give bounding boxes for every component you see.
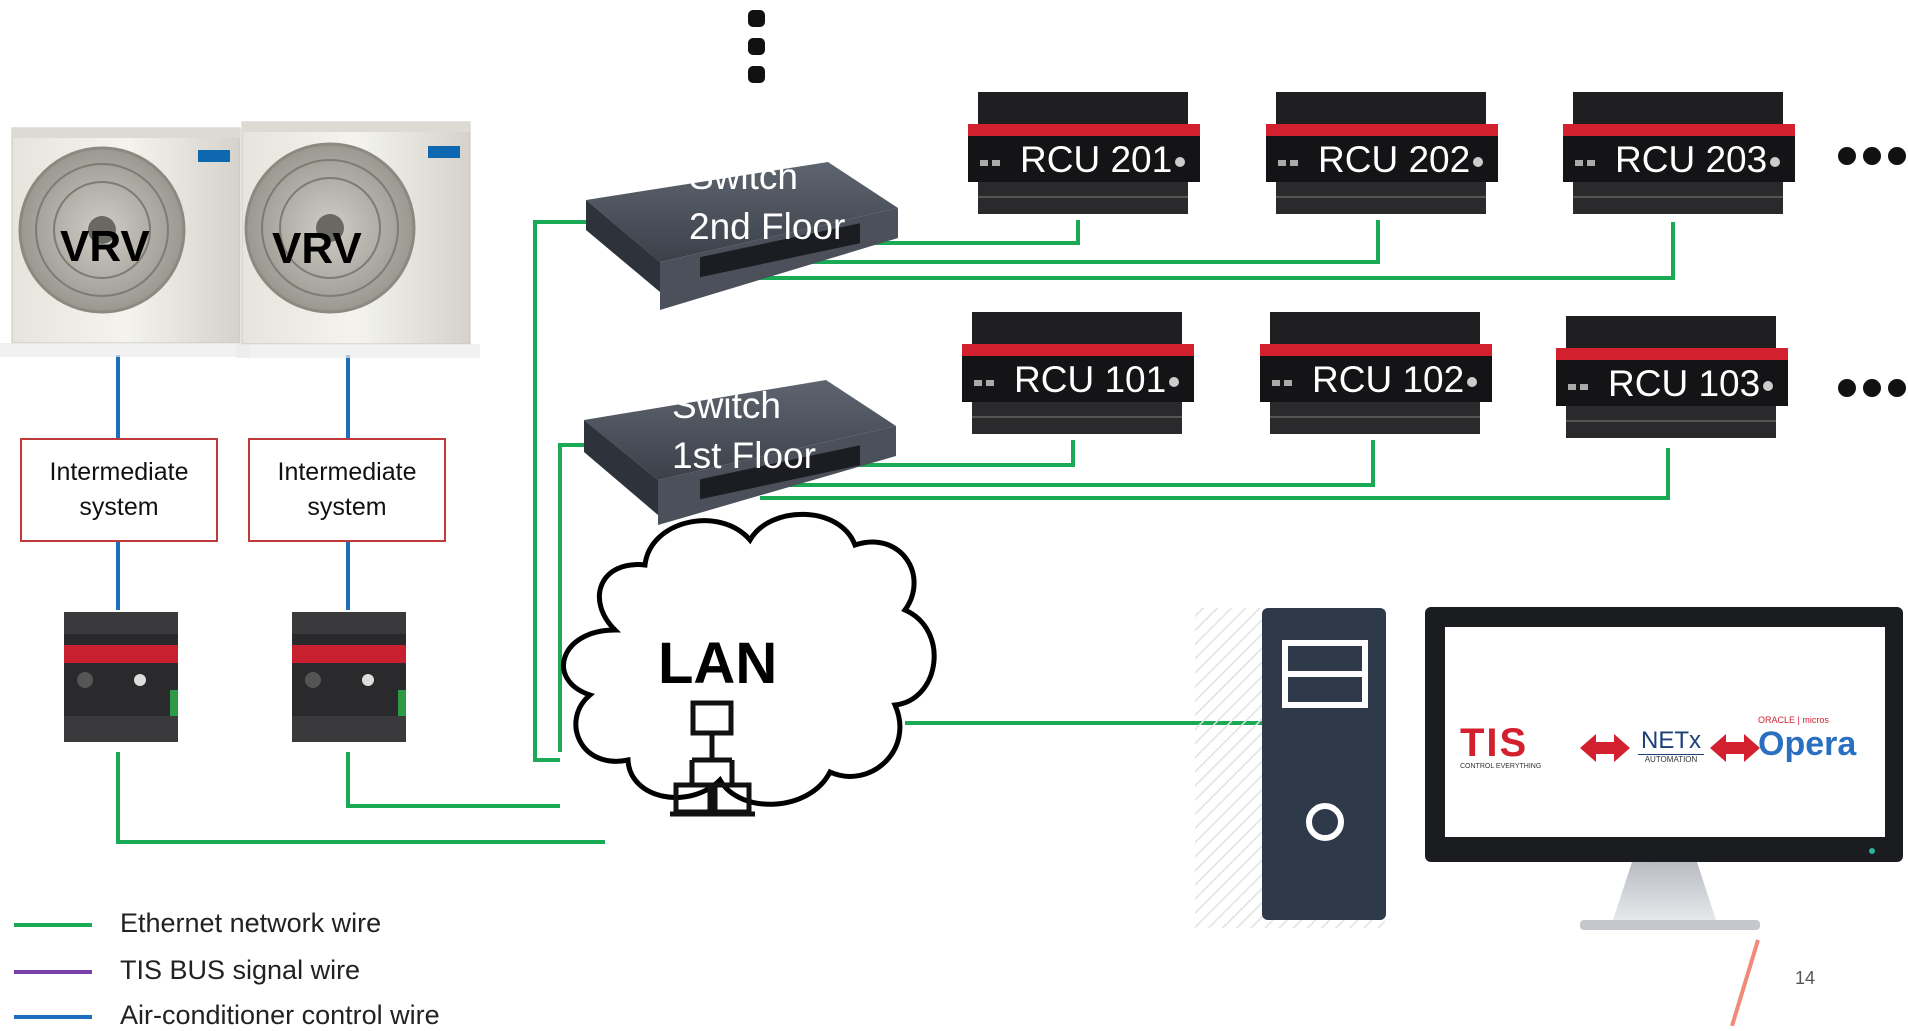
legend-label: TIS BUS signal wire [120, 955, 361, 985]
tis-logo-text: TIS [1460, 721, 1529, 765]
rcu-body-part [1266, 124, 1498, 136]
network-switch-2nd-floor [586, 162, 898, 310]
switch-label-line: Switch [689, 156, 798, 197]
rcu-body-part [1270, 416, 1480, 418]
rcu-body-part [1563, 124, 1795, 136]
rcu-body-part [1270, 312, 1480, 344]
rcu-body-part [974, 380, 982, 386]
netx-logo-tagline: AUTOMATION [1638, 754, 1704, 764]
rcu-body-part [1568, 384, 1576, 390]
more-rcus-ellipsis [1838, 147, 1906, 397]
rcu-body-part [1566, 316, 1776, 348]
rcu-body-part [1566, 420, 1776, 422]
netx-logo-text: NETx [1641, 727, 1701, 754]
monitor [1425, 607, 1903, 930]
network-topology-icon [670, 700, 755, 817]
lan-label: LAN [658, 631, 778, 696]
rcu-device: RCU 101 [962, 312, 1194, 434]
rcu-body-part [962, 344, 1194, 356]
rcu-body-part [992, 160, 1000, 166]
rcu-body-part [1290, 160, 1298, 166]
ac-control-wires [116, 355, 350, 610]
box-line: system [79, 493, 159, 521]
rcu-body-part [1587, 160, 1595, 166]
rcu-body-part [1284, 380, 1292, 386]
rcu-body-part [978, 92, 1188, 124]
rcu-body-part [1473, 157, 1483, 167]
vrv-unit [236, 121, 480, 358]
vrv-label: VRV [272, 224, 362, 273]
rcu-body-part [972, 312, 1182, 344]
rcu-body-part [1573, 196, 1783, 198]
rcu-body-part [1169, 377, 1179, 387]
ethernet-wires [116, 220, 1675, 844]
rcu-label: RCU 101 [1014, 359, 1166, 400]
rcu-body-part [968, 124, 1200, 136]
network-switch-1st-floor [584, 380, 896, 525]
intermediate-system-box: Intermediate system [20, 438, 218, 542]
legend-swatch [14, 970, 92, 974]
rcu-body-part [1573, 92, 1783, 124]
lan-cloud [561, 511, 937, 807]
tis-ip-module [64, 612, 178, 742]
switch-label: Switch 1st Floor [672, 381, 816, 481]
rcu-label: RCU 202 [1318, 139, 1470, 180]
box-line: system [307, 493, 387, 521]
switch-label-line: 2nd Floor [689, 206, 846, 247]
box-line: Intermediate [49, 458, 189, 486]
rcu-body-part [1467, 377, 1477, 387]
rcu-body-part [1575, 160, 1583, 166]
oracle-logo-text: ORACLE | micros [1758, 715, 1829, 725]
legend-label: Air-conditioner control wire [120, 1000, 440, 1030]
vrv-label: VRV [60, 222, 150, 271]
rcu-body-part [1175, 157, 1185, 167]
rcu-label: RCU 102 [1312, 359, 1464, 400]
rcu-body-part [1556, 348, 1788, 360]
rcu-body-part [1260, 344, 1492, 356]
rcu-body-part [978, 196, 1188, 198]
rcu-device: RCU 203 [1563, 92, 1795, 214]
rcu-body-part [1272, 380, 1280, 386]
rcu-device: RCU 202 [1266, 92, 1498, 214]
legend-label: Ethernet network wire [120, 908, 382, 938]
rcu-body-part [1763, 381, 1773, 391]
rcu-body-part [1278, 160, 1286, 166]
rcu-body-part [1276, 196, 1486, 198]
slide-decoration [1730, 939, 1760, 1026]
rcu-device: RCU 103 [1556, 316, 1788, 438]
vrv-unit [0, 127, 250, 357]
rcu-body-part [972, 416, 1182, 418]
rcu-body-part [1580, 384, 1588, 390]
tis-logo: TIS CONTROL EVERYTHING [1460, 723, 1575, 770]
page-number: 14 [1795, 968, 1816, 988]
intermediate-system-box: Intermediate system [248, 438, 446, 542]
more-switches-ellipsis [748, 10, 765, 83]
rcu-body-part [1276, 92, 1486, 124]
oracle-opera-logo: ORACLE | micros Opera [1758, 715, 1858, 763]
rcu-device: RCU 201 [968, 92, 1200, 214]
box-line: Intermediate [277, 458, 417, 486]
tis-logo-tagline: CONTROL EVERYTHING [1460, 763, 1542, 770]
rcu-label: RCU 203 [1615, 139, 1767, 180]
rcu-label: RCU 201 [1020, 139, 1172, 180]
legend-swatch [14, 1015, 92, 1019]
switch-label-line: Switch [672, 385, 781, 426]
rcu-body-part [986, 380, 994, 386]
switch-label: Switch 2nd Floor [689, 152, 845, 252]
rcu-body-part [1770, 157, 1780, 167]
rcu-label: RCU 103 [1608, 363, 1760, 404]
legend-swatch [14, 923, 92, 927]
server-tower [1195, 608, 1386, 928]
netx-logo: NETx AUTOMATION [1638, 728, 1704, 764]
opera-logo-text: Opera [1758, 725, 1857, 763]
switch-label-line: 1st Floor [672, 435, 816, 476]
rcu-body-part [980, 160, 988, 166]
tis-ip-module [292, 612, 406, 742]
rcu-device: RCU 102 [1260, 312, 1492, 434]
